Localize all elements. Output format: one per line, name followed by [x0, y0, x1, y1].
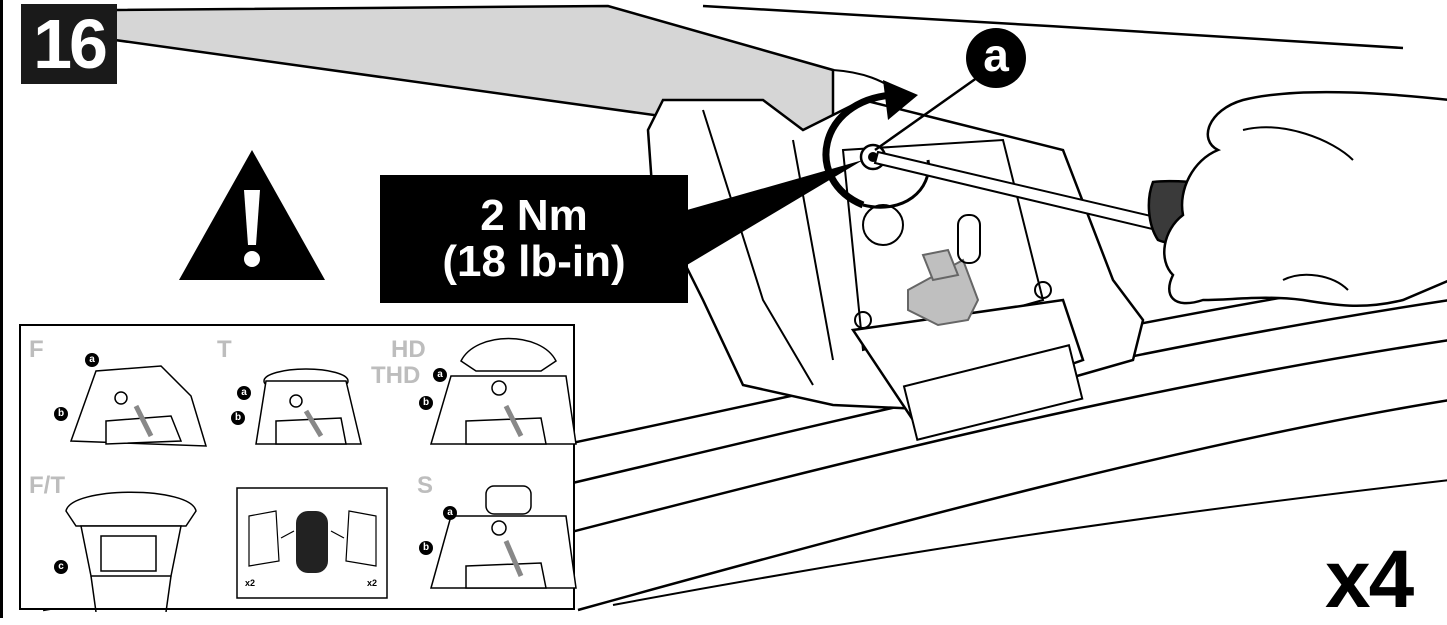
- foot-variant-hd-drawing: [429, 337, 577, 445]
- arrow-head-icon: [883, 80, 918, 120]
- multiplier-right: x2: [367, 578, 378, 588]
- inset-callout-a-f: a: [85, 353, 99, 367]
- inset-callout-a-t: a: [237, 386, 251, 400]
- multiplier-left: x2: [245, 578, 256, 588]
- rotation-arrow: [822, 91, 894, 209]
- inset-callout-a-hd: a: [433, 368, 447, 382]
- torque-spec-box: 2 Nm (18 lb-in): [380, 175, 688, 303]
- callout-a-marker: a: [966, 28, 1026, 88]
- torque-lbin: (18 lb-in): [442, 237, 626, 286]
- inset-callout-b-t: b: [231, 411, 245, 425]
- step-number-badge: 16: [21, 4, 117, 84]
- inset-callout-b-hd: b: [419, 396, 433, 410]
- variant-inset-panel: F T HD THD F/T S a b a b a b c a b x2 x2: [19, 324, 577, 612]
- variant-label-t: T: [217, 336, 232, 363]
- foot-variant-s-drawing: [430, 485, 577, 589]
- variant-label-s: S: [417, 472, 434, 499]
- main-illustration: [42, 4, 1447, 612]
- variant-label-f: F: [29, 336, 44, 363]
- quantity-label: x4: [1325, 534, 1414, 625]
- roof-edge-line: [702, 4, 1404, 50]
- foot-variant-ft-drawing: [65, 491, 197, 612]
- inset-callout-b-f: b: [54, 407, 68, 421]
- tension-knob: [907, 258, 980, 327]
- inset-callout-a-s: a: [443, 506, 457, 520]
- foot-variant-f-drawing: [69, 365, 208, 447]
- hand: [1163, 90, 1447, 307]
- torque-pointer: [687, 160, 863, 265]
- variant-label-ft: F/T: [29, 472, 65, 499]
- inset-callout-b-s: b: [419, 541, 433, 555]
- warning-triangle-icon: [179, 150, 325, 280]
- car-top-view-drawing: [236, 487, 388, 599]
- variant-drawings: [65, 337, 577, 612]
- torque-nm: 2 Nm: [480, 191, 588, 240]
- foot-variant-t-drawing: [255, 368, 362, 445]
- inset-callout-c-ft: c: [54, 560, 68, 574]
- variant-label-hd: HD: [391, 336, 426, 363]
- variant-label-thd: THD: [371, 362, 421, 389]
